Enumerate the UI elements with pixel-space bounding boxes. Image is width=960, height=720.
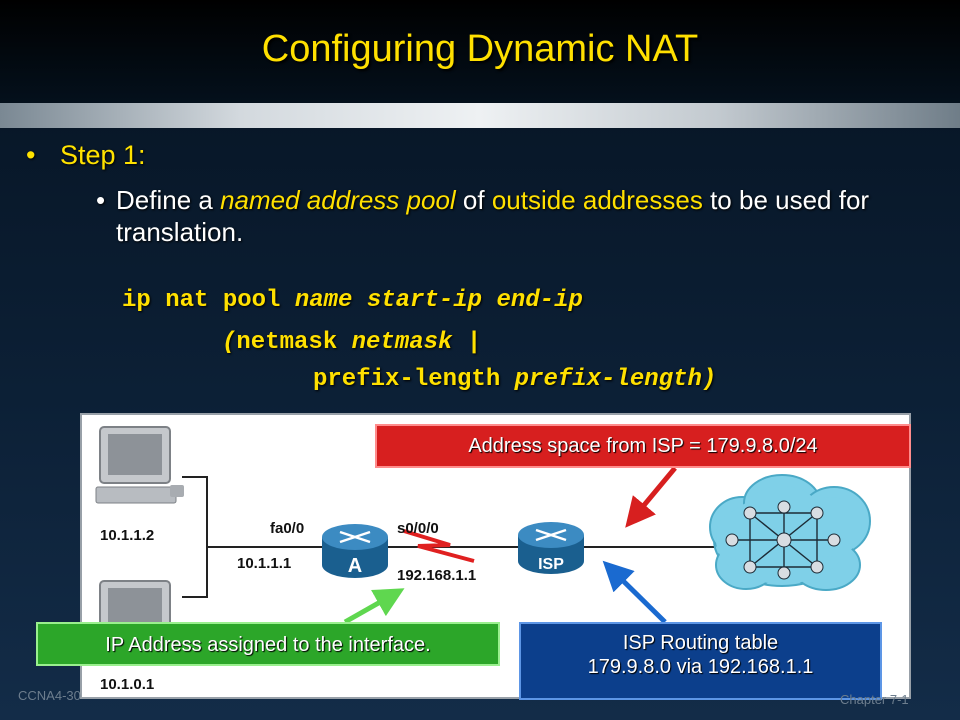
serial-port-label: s0/0/0: [397, 520, 439, 537]
router-a-icon: A: [322, 524, 388, 578]
title-divider: [0, 103, 960, 128]
internet-cloud-icon: [709, 474, 871, 591]
sub-bullet-part1: Define a: [116, 185, 221, 215]
command-line-2: (netmask netmask |: [222, 329, 481, 356]
command-line-1: ip nat pool name start-ip end-ip: [122, 287, 583, 314]
footer-right: Chapter 7-1: [840, 692, 909, 707]
router-a-ip-label: 10.1.1.1: [237, 555, 292, 572]
sub-bullet-dot: •: [96, 185, 106, 215]
host-top-ip-label: 10.1.1.2: [100, 527, 155, 544]
cmd-open-paren: (: [222, 329, 237, 356]
router-isp-name: ISP: [538, 556, 564, 573]
cmd-args-pool: name start-ip end-ip: [294, 287, 583, 314]
footer-left: CCNA4-30: [18, 688, 81, 703]
sub-bullet-part3: of: [455, 185, 492, 215]
host-top-icon: [95, 426, 184, 504]
cmd-keyword-ip-nat-pool: ip nat pool: [122, 287, 295, 314]
router-a-port-label: fa0/0: [270, 520, 305, 537]
router-isp-icon: ISP: [518, 522, 584, 574]
step-bullet: • Step 1:: [26, 140, 146, 171]
sub-bullet-text: Define a named address pool of outside a…: [96, 184, 931, 248]
callout-isp-space-value: 179.9.8.0/24: [706, 435, 818, 457]
cmd-arg-netmask: netmask |: [351, 329, 482, 356]
callout-isp-space-prefix: Address space from ISP =: [468, 435, 707, 457]
bullet-dot: •: [26, 140, 36, 170]
cmd-keyword-netmask: netmask: [236, 329, 352, 356]
router-a-name: A: [348, 555, 362, 577]
host-bottom-ip-label: 10.1.0.1: [100, 676, 155, 693]
cable-host-top: [182, 476, 326, 548]
callout-interface-ip: IP Address assigned to the interface.: [36, 622, 500, 666]
title-bar: [0, 0, 960, 103]
callout-isp-address-space: Address space from ISP = 179.9.8.0/24: [375, 424, 911, 468]
slide-title: Configuring Dynamic NAT: [261, 28, 699, 70]
cmd-arg-prefix-length: prefix-length): [514, 366, 717, 393]
callout-isp-routing-table: ISP Routing table 179.9.8.0 via 192.168.…: [519, 622, 882, 700]
callout-routing-title: ISP Routing table: [622, 632, 779, 654]
sub-bullet: • Define a named address pool of outside…: [96, 184, 931, 248]
serial-link-icon: [403, 529, 475, 563]
cable-host-bottom: [182, 547, 208, 598]
callout-routing-entry: 179.9.8.0 via 192.168.1.1: [587, 656, 814, 678]
step-label: Step 1:: [60, 140, 146, 170]
sub-bullet-part5: to be used for translation.: [116, 185, 870, 247]
sub-bullet-highlight-pool: named address pool: [220, 185, 456, 215]
command-line-3: prefix-length prefix-length): [313, 366, 716, 393]
sub-bullet-highlight-outside: outside addresses: [491, 185, 703, 215]
serial-ip-label: 192.168.1.1: [397, 567, 477, 584]
cmd-keyword-prefix-length: prefix-length: [313, 366, 515, 393]
